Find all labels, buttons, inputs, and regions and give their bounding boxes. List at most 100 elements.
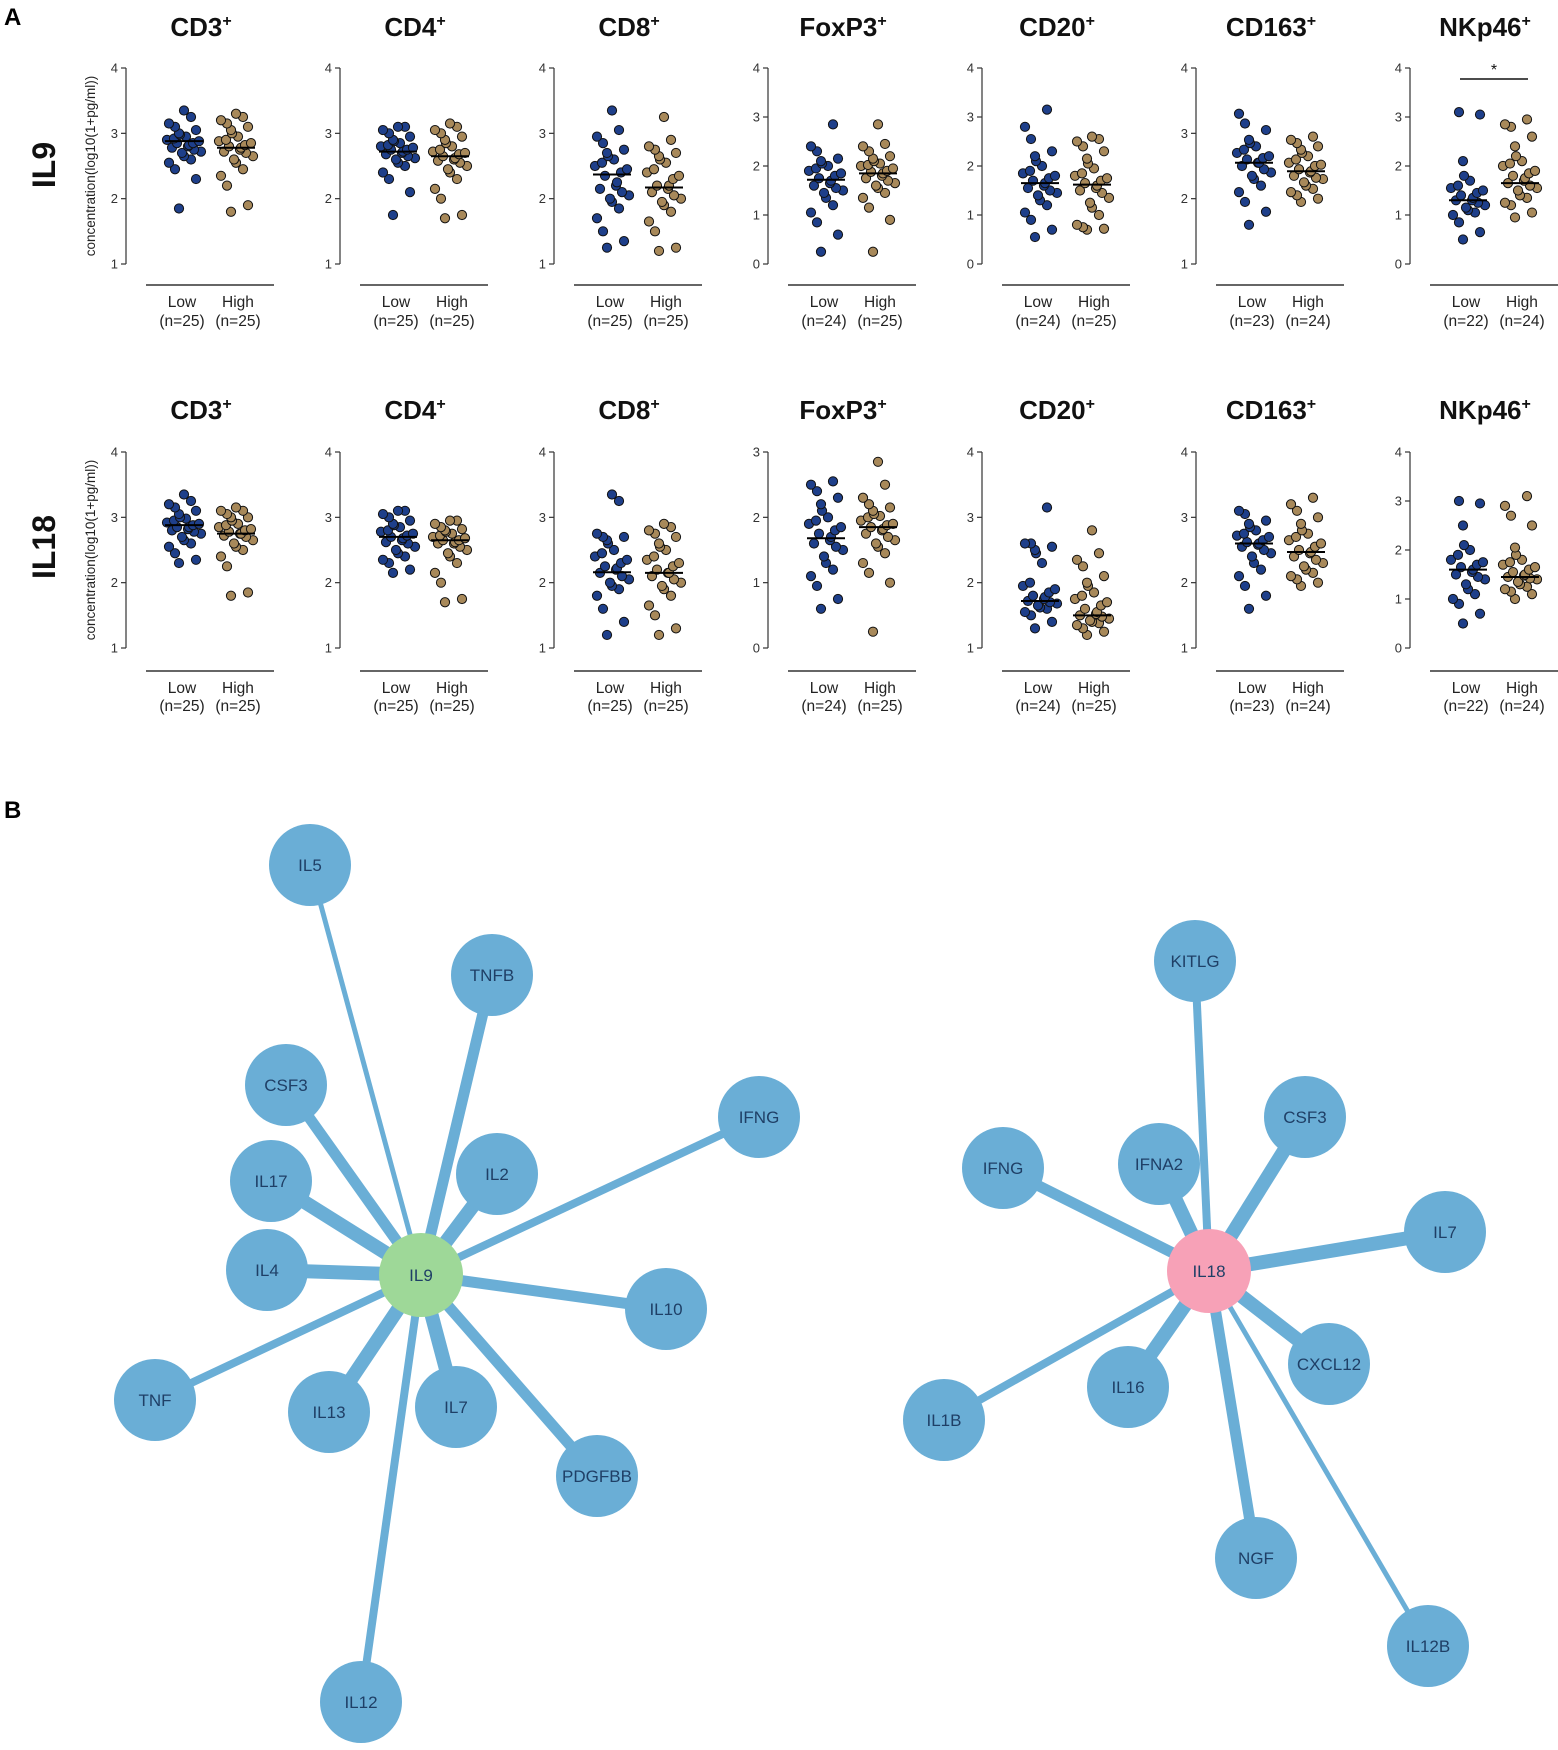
high-point [1504,158,1516,169]
high-point [1512,185,1524,196]
edge-il18-il12b [1206,1269,1431,1648]
low-point [392,505,404,516]
high-point [1315,159,1327,170]
high-point [1509,212,1521,223]
y-tick-label: 2 [111,575,118,590]
high-point [245,523,257,535]
low-point [805,141,817,152]
node-csf3 [1264,1076,1346,1158]
group-n-low: (n=24) [801,698,846,715]
node-label-il12: IL12 [344,1693,377,1712]
y-tick-label: 1 [539,641,546,656]
panel-title: FoxP3+ [799,12,886,42]
y-tick-label: 3 [539,126,546,141]
high-point [863,499,875,510]
high-point [237,164,249,175]
group-n-low: (n=25) [587,313,632,330]
low-point [1460,579,1472,590]
high-point [1084,197,1096,208]
high-point [242,587,254,598]
low-point [190,554,202,565]
high-point [456,209,468,221]
node-label-cxcl12: CXCL12 [1297,1355,1361,1374]
node-il13 [288,1371,370,1453]
edge-il18-ngf [1203,1270,1262,1559]
high-point [221,180,233,191]
high-point [1298,561,1310,572]
high-point [673,170,685,181]
group-label-low: Low [1238,294,1267,311]
row-label: IL18 [26,515,62,579]
node-label-tnf: TNF [138,1391,171,1410]
y-tick-label: 1 [967,208,974,223]
high-point [867,626,879,637]
high-point [1293,544,1305,556]
low-point [392,121,404,132]
y-tick-label: 4 [1181,445,1188,460]
low-point [805,207,817,218]
low-point [1260,515,1272,526]
node-label-il16: IL16 [1111,1378,1144,1397]
low-point [404,515,416,526]
high-point [228,154,240,165]
node-cxcl12 [1288,1323,1370,1405]
node-tnf [114,1359,196,1441]
high-point [1101,597,1113,608]
low-point [190,124,202,136]
low-point [591,528,603,539]
high-point [230,502,242,513]
low-point [1260,590,1272,601]
y-tick-label: 1 [539,257,546,272]
low-point [594,183,606,194]
low-point [185,495,197,507]
node-label-il2: IL2 [485,1165,509,1184]
high-point [670,531,682,543]
node-ifng [718,1076,800,1158]
panel-title-sup: + [1307,13,1316,30]
group-n-high: (n=25) [215,313,260,330]
low-point [601,242,613,253]
high-point [1079,178,1091,189]
high-point [435,577,447,588]
low-point [190,173,202,185]
high-point [434,144,446,155]
high-point [225,590,237,601]
y-tick-label: 0 [753,641,760,656]
low-point [185,111,197,123]
low-point [613,124,625,136]
panel-title-text: NKp46 [1439,395,1521,425]
high-point [429,124,441,136]
low-point [597,138,609,149]
high-point [1285,571,1297,582]
panel-title: NKp46+ [1439,395,1531,425]
y-tick-label: 1 [111,641,118,656]
y-tick-label: 3 [325,510,332,525]
low-point [1458,540,1470,551]
low-point [618,616,630,627]
group-label-high: High [436,680,468,697]
node-label-csf3: CSF3 [264,1076,307,1095]
low-point [613,495,625,507]
group-label-high: High [222,294,254,311]
panel-title-text: CD4 [384,12,437,42]
y-tick-label: 2 [753,510,760,525]
group-label-low: Low [168,680,197,697]
low-point [805,479,817,490]
high-point [879,479,891,490]
high-point [649,610,661,621]
node-label-il17: IL17 [254,1172,287,1191]
panel-title-text: CD8 [598,395,650,425]
group-label-high: High [1292,294,1324,311]
high-point [1315,538,1327,549]
high-point [648,164,660,175]
high-point [1291,505,1303,516]
group-n-high: (n=25) [857,698,902,715]
high-point [670,623,682,634]
node-il10 [625,1268,707,1350]
panel-title: CD163+ [1226,12,1316,42]
